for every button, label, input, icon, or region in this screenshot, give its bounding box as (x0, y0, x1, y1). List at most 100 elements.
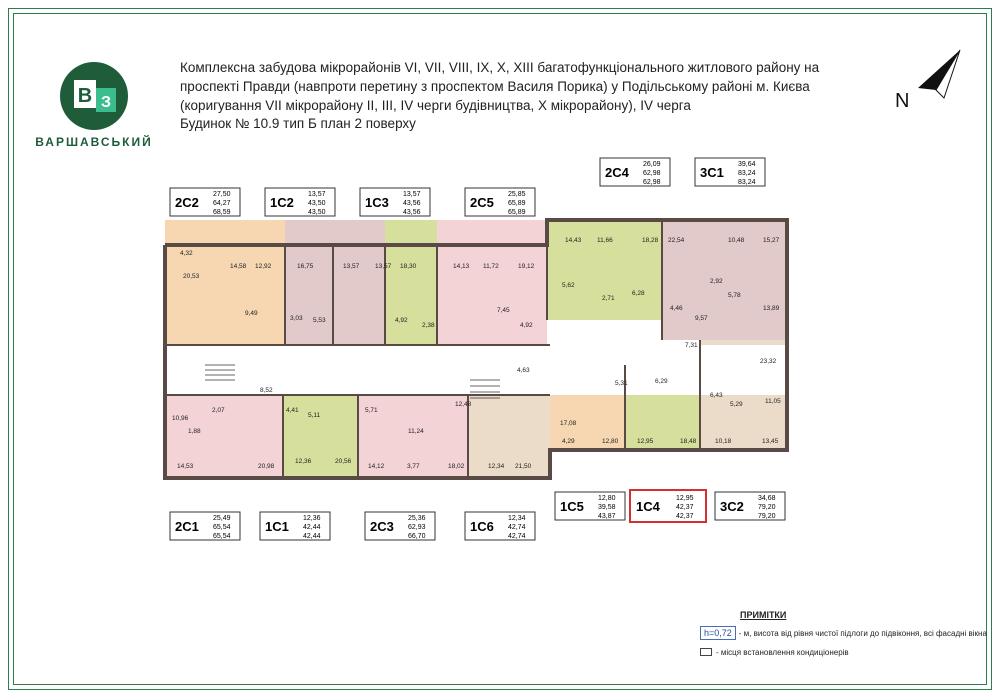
svg-text:5,53: 5,53 (313, 317, 326, 324)
svg-text:23,32: 23,32 (760, 358, 777, 365)
apartment-labels-top: 2С2 27,50 64,27 68,59 1С2 13,57 43,50 43… (169, 157, 766, 217)
apartment-label: 1С6 12,34 42,74 42,74 (464, 511, 536, 541)
svg-text:6,43: 6,43 (710, 392, 723, 399)
svg-text:18,48: 18,48 (680, 438, 697, 445)
svg-text:13,57: 13,57 (343, 263, 360, 270)
svg-text:21,50: 21,50 (515, 463, 532, 470)
svg-text:3,77: 3,77 (407, 463, 420, 470)
notes-title: ПРИМІТКИ (740, 610, 787, 620)
svg-text:14,53: 14,53 (177, 463, 194, 470)
svg-text:62,98: 62,98 (643, 170, 661, 177)
svg-text:25,85: 25,85 (508, 191, 526, 198)
svg-text:20,98: 20,98 (258, 463, 275, 470)
apartment-labels-bottom: 2С1 25,49 65,54 65,54 1С1 12,36 42,44 42… (169, 489, 786, 541)
partitions (165, 220, 701, 478)
svg-text:6,29: 6,29 (655, 378, 668, 385)
svg-text:1С1: 1С1 (265, 519, 289, 534)
svg-text:20,56: 20,56 (335, 458, 352, 465)
inner-frame (13, 13, 987, 685)
apartment-label: 1С1 12,36 42,44 42,44 (259, 511, 331, 541)
svg-text:42,44: 42,44 (303, 533, 321, 540)
svg-text:68,59: 68,59 (213, 209, 231, 216)
svg-text:10,96: 10,96 (172, 415, 189, 422)
svg-text:2,92: 2,92 (710, 278, 723, 285)
apartment-label: 2С1 25,49 65,54 65,54 (169, 511, 241, 541)
svg-text:11,05: 11,05 (765, 398, 781, 405)
svg-text:2С5: 2С5 (470, 195, 494, 210)
svg-text:26,09: 26,09 (643, 161, 661, 168)
svg-text:13,45: 13,45 (762, 438, 779, 445)
svg-text:13,89: 13,89 (763, 305, 780, 312)
svg-text:8,52: 8,52 (260, 387, 273, 394)
svg-text:2С4: 2С4 (605, 165, 630, 180)
svg-text:9,49: 9,49 (245, 310, 258, 317)
svg-text:1С2: 1С2 (270, 195, 294, 210)
svg-text:11,72: 11,72 (483, 263, 499, 270)
svg-text:66,70: 66,70 (408, 533, 426, 540)
brand-logo: В З (60, 62, 128, 130)
apartment-label: 3С1 39,64 83,24 83,24 (694, 157, 766, 187)
svg-text:10,48: 10,48 (728, 237, 745, 244)
svg-text:42,44: 42,44 (303, 524, 321, 531)
brand-name: ВАРШАВСЬКИЙ (35, 135, 153, 149)
svg-text:4,41: 4,41 (286, 407, 299, 414)
svg-text:65,89: 65,89 (508, 209, 526, 216)
north-label: N (895, 90, 910, 112)
svg-text:43,50: 43,50 (308, 209, 326, 216)
svg-text:12,34: 12,34 (508, 515, 526, 522)
apartment-fills (165, 220, 787, 478)
svg-text:4,92: 4,92 (520, 322, 533, 329)
svg-text:1С3: 1С3 (365, 195, 389, 210)
svg-text:11,66: 11,66 (597, 237, 613, 244)
svg-text:5,11: 5,11 (308, 412, 321, 419)
apartment-label: 2С3 25,36 62,93 66,70 (364, 511, 436, 541)
h-text: - м, висота від рівня чистої підлоги до … (738, 629, 987, 638)
svg-text:5,71: 5,71 (365, 407, 378, 414)
svg-text:14,12: 14,12 (368, 463, 385, 470)
svg-text:12,80: 12,80 (598, 495, 616, 502)
svg-text:42,74: 42,74 (508, 533, 526, 540)
svg-text:9,57: 9,57 (695, 315, 708, 322)
svg-text:4,46: 4,46 (670, 305, 683, 312)
apartment-label-highlighted: 1С4 12,95 42,37 42,37 (629, 489, 707, 523)
svg-text:62,98: 62,98 (643, 179, 661, 186)
apartment-label: 1С3 13,57 43,56 43,56 (359, 187, 431, 217)
apartment-label: 2С4 26,09 62,98 62,98 (599, 157, 671, 187)
stairwell (205, 364, 500, 399)
svg-text:7,45: 7,45 (497, 307, 510, 314)
apartment-label: 2С5 25,85 65,89 65,89 (464, 187, 536, 217)
svg-text:39,58: 39,58 (598, 504, 616, 511)
floor-plan: 2С2 27,50 64,27 68,59 1С2 13,57 43,50 43… (163, 157, 789, 541)
title-line-1: Комплексна забудова мікрорайонів VI, VII… (180, 60, 820, 75)
apartment-label: 2С2 27,50 64,27 68,59 (169, 187, 241, 217)
corridor (165, 345, 785, 395)
svg-text:64,27: 64,27 (213, 200, 231, 207)
apartment-label: 1С2 13,57 43,50 43,50 (264, 187, 336, 217)
svg-text:2,71: 2,71 (602, 295, 615, 302)
svg-text:16,75: 16,75 (297, 263, 314, 270)
svg-text:79,20: 79,20 (758, 513, 776, 520)
svg-text:12,95: 12,95 (676, 495, 694, 502)
svg-text:43,50: 43,50 (308, 200, 326, 207)
svg-text:12,48: 12,48 (455, 401, 472, 408)
svg-text:5,62: 5,62 (562, 282, 575, 289)
svg-text:12,92: 12,92 (255, 263, 272, 270)
svg-text:6,28: 6,28 (632, 290, 645, 297)
svg-text:79,20: 79,20 (758, 504, 776, 511)
svg-text:2С1: 2С1 (175, 519, 199, 534)
svg-text:83,24: 83,24 (738, 179, 756, 186)
apartment-label: 3С2 34,68 79,20 79,20 (714, 491, 786, 521)
svg-text:19,12: 19,12 (518, 263, 535, 270)
svg-text:1С5: 1С5 (560, 499, 584, 514)
svg-text:12,36: 12,36 (295, 458, 312, 465)
svg-text:15,27: 15,27 (763, 237, 780, 244)
svg-text:83,24: 83,24 (738, 170, 756, 177)
svg-text:5,78: 5,78 (728, 292, 741, 299)
svg-text:39,64: 39,64 (738, 161, 756, 168)
walls (163, 218, 789, 480)
svg-text:62,93: 62,93 (408, 524, 426, 531)
svg-text:34,68: 34,68 (758, 495, 776, 502)
svg-text:18,30: 18,30 (400, 263, 417, 270)
plan-subtitle: Будинок № 10.9 тип Б план 2 поверху (180, 116, 416, 131)
svg-text:65,89: 65,89 (508, 200, 526, 207)
